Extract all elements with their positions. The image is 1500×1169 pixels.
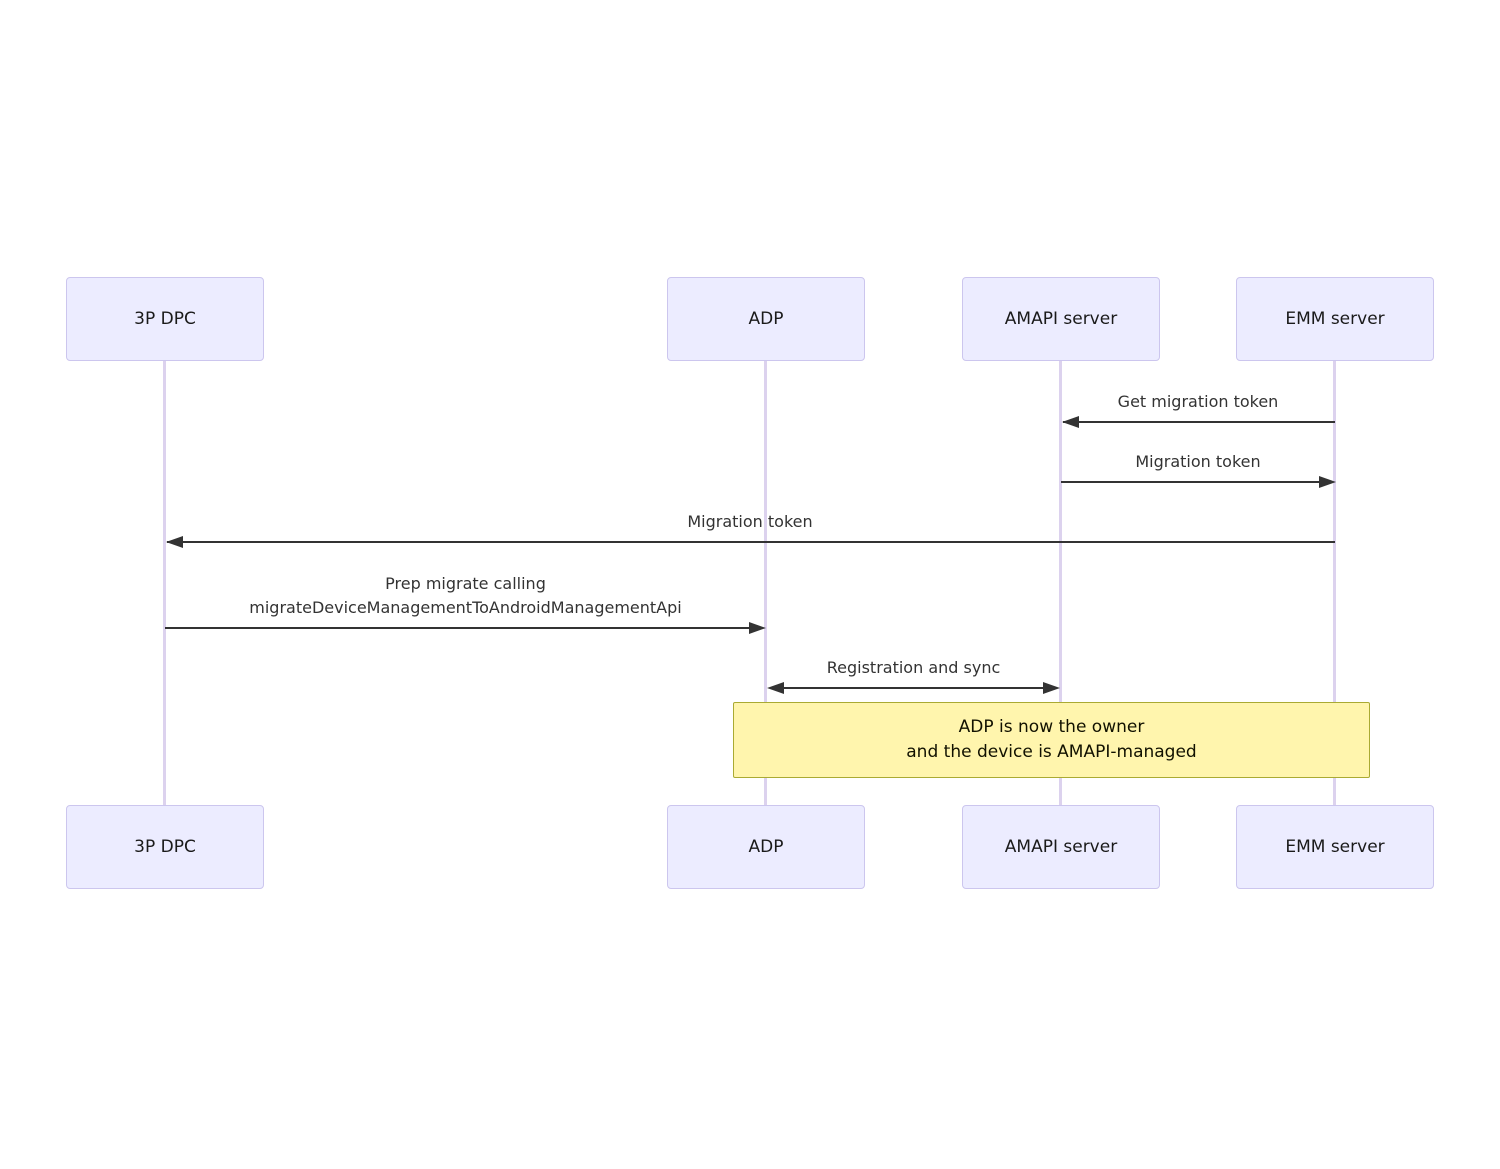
actor-emm-server-bottom: EMM server <box>1236 805 1434 889</box>
note-adp-owner: ADP is now the owner and the device is A… <box>733 702 1370 778</box>
lifeline-amapi-server <box>1059 361 1062 805</box>
actor-adp-bottom: ADP <box>667 805 865 889</box>
arrowhead-right-icon <box>1319 476 1336 488</box>
message-line-get-migration-token <box>1063 421 1335 423</box>
actor-emm-server-top: EMM server <box>1236 277 1434 361</box>
lifeline-3p-dpc <box>163 361 166 805</box>
actor-adp-top: ADP <box>667 277 865 361</box>
message-line-migration-token-emm-dpc <box>167 541 1335 543</box>
lifeline-emm-server <box>1333 361 1336 805</box>
message-label-registration-and-sync: Registration and sync <box>826 658 1001 677</box>
arrowhead-right-icon <box>1043 682 1060 694</box>
message-label-get-migration-token: Get migration token <box>1117 392 1279 411</box>
arrowhead-left-icon <box>166 536 183 548</box>
message-label-migration-token-emm-dpc: Migration token <box>687 512 813 531</box>
arrowhead-right-icon <box>749 622 766 634</box>
actor-3p-dpc-top: 3P DPC <box>66 277 264 361</box>
message-line-prep-migrate <box>165 627 749 629</box>
lifeline-adp <box>764 361 767 805</box>
message-label-prep-migrate: Prep migrate calling migrateDeviceManage… <box>249 574 682 617</box>
message-line-registration-and-sync <box>783 687 1044 689</box>
actor-amapi-server-top: AMAPI server <box>962 277 1160 361</box>
actor-3p-dpc-bottom: 3P DPC <box>66 805 264 889</box>
arrowhead-left-icon <box>767 682 784 694</box>
message-label-migration-token-amapi-emm: Migration token <box>1135 452 1261 471</box>
message-line-migration-token-amapi-emm <box>1061 481 1333 483</box>
actor-amapi-server-bottom: AMAPI server <box>962 805 1160 889</box>
arrowhead-left-icon <box>1062 416 1079 428</box>
